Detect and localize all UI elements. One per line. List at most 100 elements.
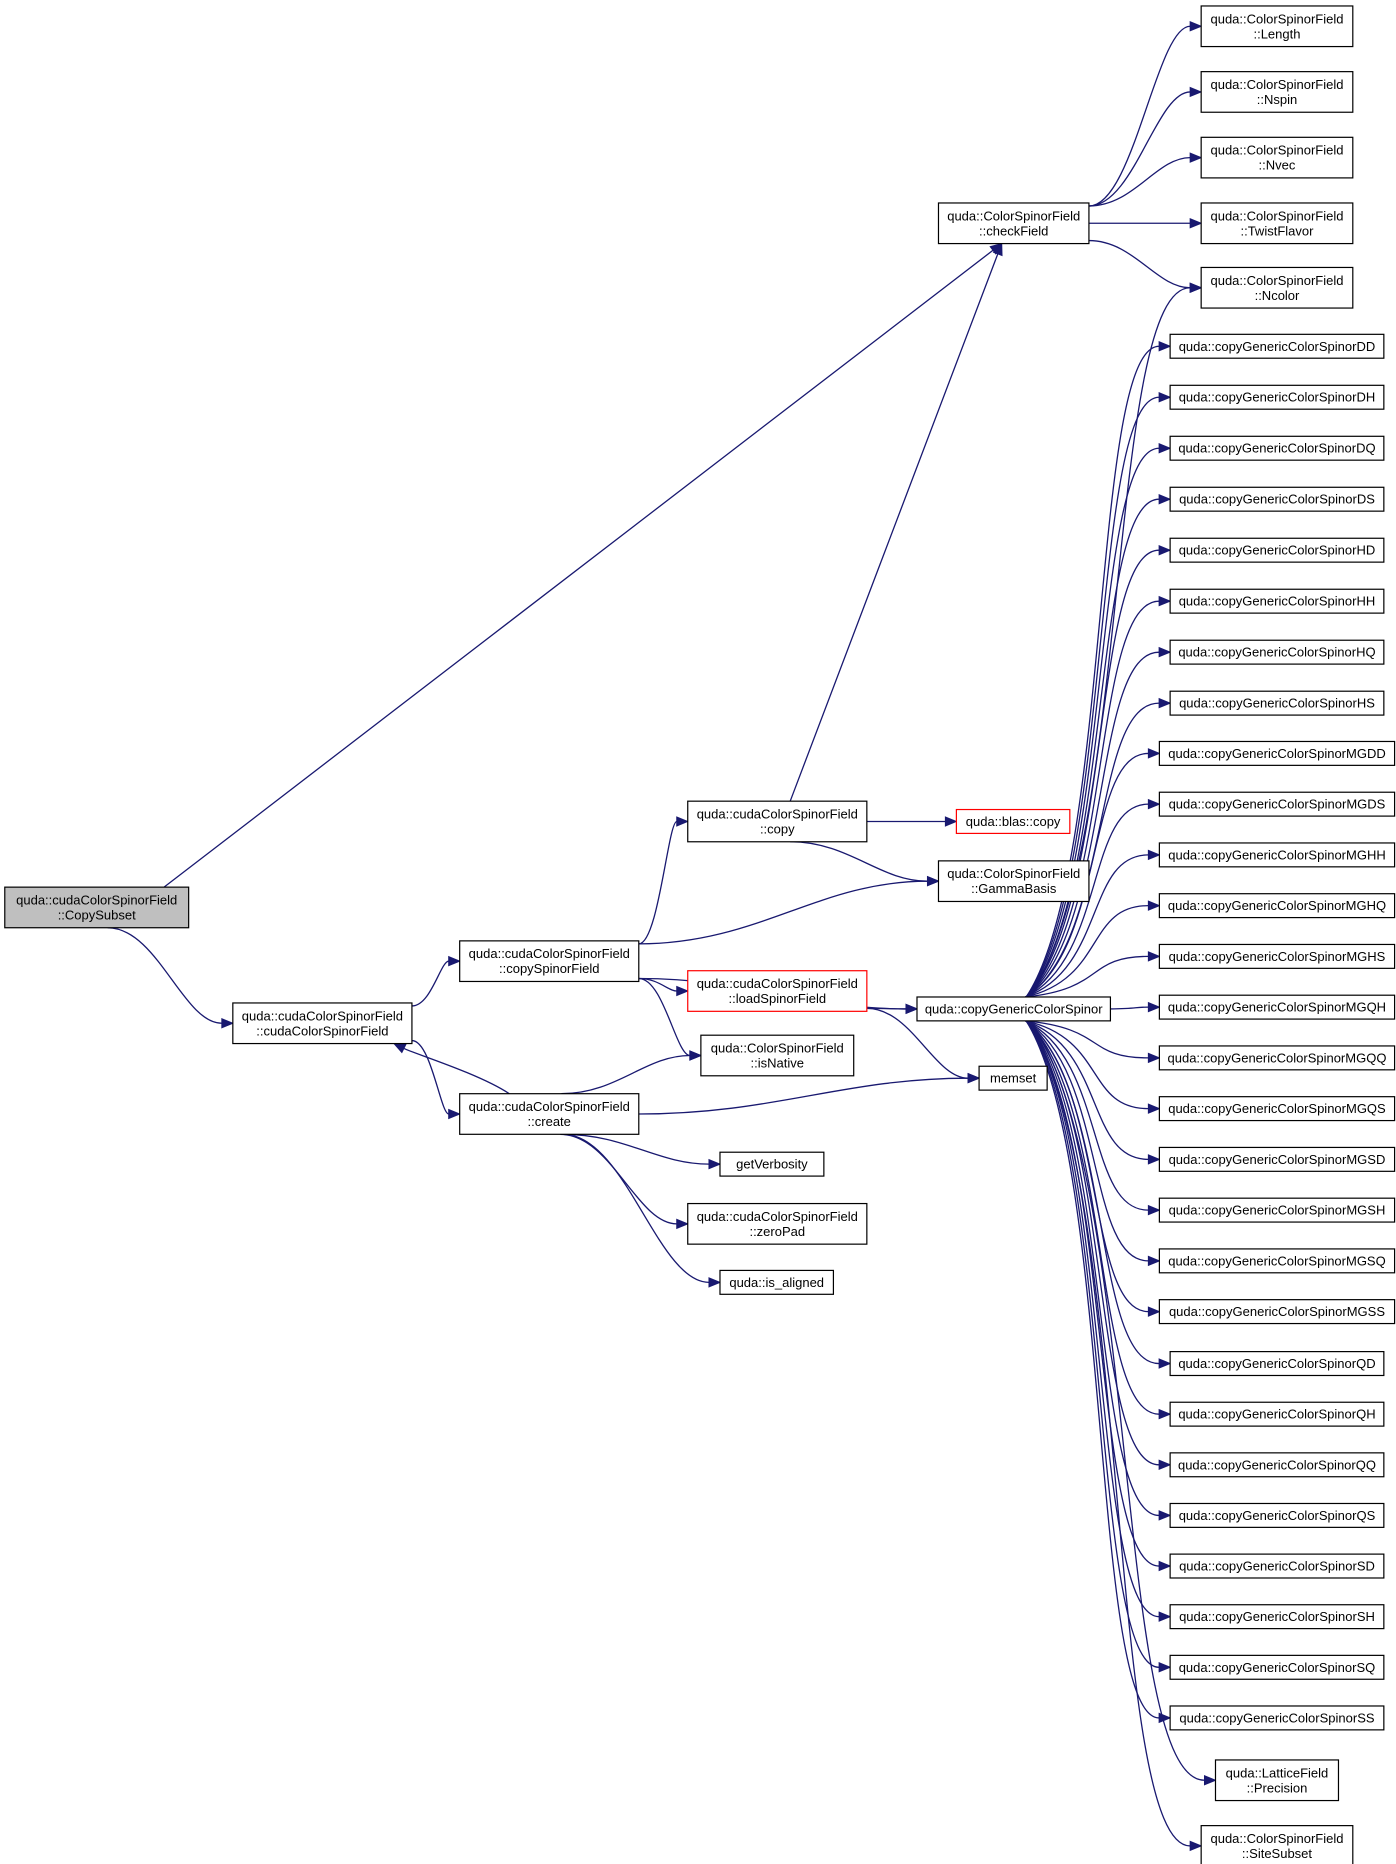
node-copy[interactable]: quda::cudaColorSpinorField::copy: [687, 800, 868, 843]
node-box: [1200, 1825, 1354, 1864]
edge-checkField-to-Length: [1088, 21, 1203, 207]
node-DD[interactable]: quda::copyGenericColorSpinorDD: [1169, 333, 1385, 359]
edge-arrowhead: [1147, 951, 1161, 962]
node-MGQH[interactable]: quda::copyGenericColorSpinorMGQH: [1158, 994, 1396, 1020]
node-box: [1169, 1553, 1385, 1579]
node-cgcs[interactable]: quda::copyGenericColorSpinor: [916, 996, 1112, 1022]
edge-arrowhead: [1147, 849, 1161, 861]
node-label: quda::copyGenericColorSpinorQD: [1178, 1356, 1375, 1371]
node-MGHH[interactable]: quda::copyGenericColorSpinorMGHH: [1158, 842, 1396, 868]
node-box: [916, 996, 1112, 1022]
edge-line: [107, 927, 222, 1024]
node-MGDD[interactable]: quda::copyGenericColorSpinorMGDD: [1158, 740, 1396, 766]
node-HD[interactable]: quda::copyGenericColorSpinorHD: [1169, 537, 1385, 563]
edge-cgcs-to-MGDD: [1025, 748, 1161, 998]
node-MGSD[interactable]: quda::copyGenericColorSpinorMGSD: [1158, 1146, 1396, 1172]
node-copySpinorField[interactable]: quda::cudaColorSpinorField::copySpinorFi…: [459, 940, 640, 983]
node-root[interactable]: quda::cudaColorSpinorField::CopySubset: [4, 886, 190, 929]
edge-create-to-zeroPad: [560, 1133, 690, 1230]
node-label: quda::copyGenericColorSpinorMGQS: [1168, 1101, 1386, 1116]
edge-arrowhead: [1189, 218, 1203, 229]
node-SQ[interactable]: quda::copyGenericColorSpinorSQ: [1169, 1654, 1385, 1680]
edge-arrowhead: [944, 816, 958, 827]
edge-arrowhead: [1158, 544, 1172, 556]
edge-line: [411, 1039, 450, 1115]
node-box: [232, 1002, 413, 1045]
node-create[interactable]: quda::cudaColorSpinorField::create: [459, 1093, 640, 1135]
node-DS[interactable]: quda::copyGenericColorSpinorDS: [1169, 486, 1385, 512]
edge-cgcs-to-MGQQ: [1025, 1020, 1161, 1064]
node-label: quda::is_aligned: [729, 1275, 824, 1290]
node-GammaBasis[interactable]: quda::ColorSpinorField::GammaBasis: [937, 860, 1090, 903]
node-memset[interactable]: memset: [978, 1065, 1048, 1091]
edge-line: [1028, 1020, 1191, 1847]
node-SS[interactable]: quda::copyGenericColorSpinorSS: [1169, 1705, 1385, 1731]
node-is_aligned[interactable]: quda::is_aligned: [719, 1269, 835, 1295]
node-box: [1169, 690, 1385, 716]
node-label: quda::ColorSpinorField: [1210, 273, 1343, 288]
node-Ncolor[interactable]: quda::ColorSpinorField::Ncolor: [1200, 266, 1354, 309]
edge-line: [1025, 752, 1149, 998]
edge-line: [1025, 854, 1149, 998]
node-label: quda::copyGenericColorSpinorHD: [1179, 543, 1376, 558]
node-label: quda::ColorSpinorField: [1210, 11, 1343, 26]
node-box: [1200, 5, 1354, 48]
node-Nspin[interactable]: quda::ColorSpinorField::Nspin: [1200, 71, 1354, 113]
node-blascopy[interactable]: quda::blas::copy: [955, 808, 1071, 835]
node-MGHQ[interactable]: quda::copyGenericColorSpinorMGHQ: [1158, 893, 1396, 919]
edge-arrowhead: [1147, 1103, 1161, 1114]
node-QQ[interactable]: quda::copyGenericColorSpinorQQ: [1169, 1452, 1385, 1478]
edge-line: [1025, 1020, 1149, 1161]
edge-cgcs-to-QS: [1025, 1020, 1172, 1521]
node-label: ::TwistFlavor: [1240, 223, 1314, 238]
node-box: [700, 1034, 855, 1077]
node-label: memset: [990, 1071, 1037, 1086]
node-label: quda::copyGenericColorSpinorDD: [1179, 339, 1376, 354]
node-MGHS[interactable]: quda::copyGenericColorSpinorMGHS: [1158, 943, 1396, 969]
node-HQ[interactable]: quda::copyGenericColorSpinorHQ: [1169, 639, 1385, 665]
node-QD[interactable]: quda::copyGenericColorSpinorQD: [1169, 1351, 1385, 1377]
node-HH[interactable]: quda::copyGenericColorSpinorHH: [1169, 588, 1385, 614]
edge-arrowhead: [926, 875, 940, 887]
node-DH[interactable]: quda::copyGenericColorSpinorDH: [1169, 384, 1385, 410]
node-QH[interactable]: quda::copyGenericColorSpinorQH: [1169, 1401, 1385, 1427]
edge-arrowhead: [1189, 21, 1203, 32]
edge-cgcs-to-DS: [1025, 493, 1172, 998]
node-MGSQ[interactable]: quda::copyGenericColorSpinorMGSQ: [1158, 1248, 1396, 1274]
node-MGSH[interactable]: quda::copyGenericColorSpinorMGSH: [1158, 1197, 1396, 1223]
node-loadSpinorField[interactable]: quda::cudaColorSpinorField::loadSpinorFi…: [687, 970, 868, 1012]
node-SD[interactable]: quda::copyGenericColorSpinorSD: [1169, 1553, 1385, 1579]
node-DQ[interactable]: quda::copyGenericColorSpinorDQ: [1169, 435, 1385, 461]
node-Precision[interactable]: quda::LatticeField::Precision: [1214, 1759, 1340, 1802]
node-label: ::zeroPad: [749, 1224, 805, 1239]
node-label: quda::ColorSpinorField: [1210, 77, 1343, 92]
node-Nvec[interactable]: quda::ColorSpinorField::Nvec: [1200, 136, 1354, 179]
node-QS[interactable]: quda::copyGenericColorSpinorQS: [1169, 1502, 1385, 1528]
node-HS[interactable]: quda::copyGenericColorSpinorHS: [1169, 690, 1385, 716]
node-MGQQ[interactable]: quda::copyGenericColorSpinorMGQQ: [1158, 1045, 1396, 1071]
node-isNative[interactable]: quda::ColorSpinorField::isNative: [700, 1034, 855, 1077]
node-MGDS[interactable]: quda::copyGenericColorSpinorMGDS: [1158, 791, 1396, 817]
node-label: quda::LatticeField: [1226, 1765, 1329, 1780]
node-TwistFlavor[interactable]: quda::ColorSpinorField::TwistFlavor: [1200, 202, 1354, 245]
node-box: [1169, 537, 1385, 563]
edge-line: [1025, 904, 1149, 998]
node-checkField[interactable]: quda::ColorSpinorField::checkField: [937, 202, 1090, 245]
node-box: [1200, 136, 1354, 179]
node-MGQS[interactable]: quda::copyGenericColorSpinorMGQS: [1158, 1096, 1396, 1122]
node-Length[interactable]: quda::ColorSpinorField::Length: [1200, 5, 1354, 48]
edge-line: [163, 249, 994, 888]
node-label: ::Nspin: [1257, 92, 1297, 107]
node-MGSS[interactable]: quda::copyGenericColorSpinorMGSS: [1158, 1299, 1396, 1325]
node-ctor[interactable]: quda::cudaColorSpinorField::cudaColorSpi…: [232, 1002, 413, 1045]
edge-line: [1025, 447, 1160, 998]
node-box: [1169, 1452, 1385, 1478]
node-SH[interactable]: quda::copyGenericColorSpinorSH: [1169, 1604, 1385, 1630]
node-zeroPad[interactable]: quda::cudaColorSpinorField::zeroPad: [687, 1202, 868, 1245]
edge-line: [1025, 498, 1160, 998]
node-label: ::SiteSubset: [1242, 1846, 1312, 1861]
node-getVerbosity[interactable]: getVerbosity: [719, 1151, 825, 1177]
edge-line: [1025, 651, 1160, 998]
node-label: quda::copyGenericColorSpinorMGDD: [1168, 746, 1385, 761]
node-SiteSubset[interactable]: quda::ColorSpinorField::SiteSubset: [1200, 1825, 1354, 1864]
